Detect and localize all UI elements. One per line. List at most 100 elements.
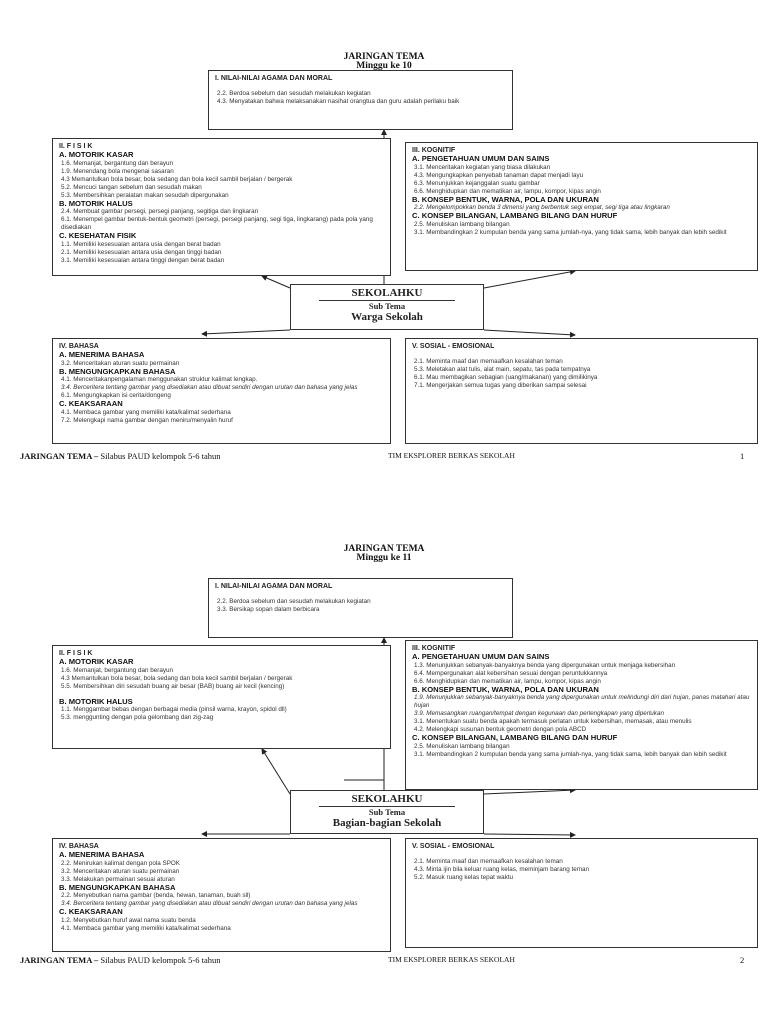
list-item: 1.2. Menyebutkan huruf awal nama suatu b… <box>61 916 196 924</box>
list-item: 1.6. Memanjat, bergantung dan berayun <box>61 666 174 674</box>
footer-left: JARINGAN TEMA – Silabus PAUD kelompok 5-… <box>20 955 220 965</box>
social-emotional-box: V. SOSIAL - EMOSIONAL 2.1. Meminta maaf d… <box>405 838 758 948</box>
list-item: 2.2. Menyebutkan nama gambar (benda, hew… <box>61 892 251 899</box>
list-item: 4.3 Memantulkan bola besar, bola sedang … <box>61 674 293 682</box>
list-item: 2.5. Menuliskan lambang bilangan <box>414 220 510 228</box>
box-title: I. NILAI-NILAI AGAMA DAN MORAL <box>215 583 333 590</box>
list-item: 4.1. Membaca gambar yang memiliki kata/k… <box>61 924 231 932</box>
list-item: 1.9. Menunjukkan sebanyak-banyaknya bend… <box>414 694 750 709</box>
list-item: 4.3 Memantulkan bola besar, bola sedang … <box>61 175 293 183</box>
arrow-line <box>483 787 576 795</box>
list-item: 1.1. Menggambar bebas dengan berbagai me… <box>61 706 287 713</box>
list-item: 3.4. Berceritera tentang gambar yang dis… <box>61 900 358 907</box>
footer-center: TIM EKSPLORER BERKAS SEKOLAH <box>388 955 515 964</box>
list-item: 5.5. Membersihkan diri sesudah buang air… <box>61 682 285 690</box>
box-title: IV. BAHASA <box>59 343 99 350</box>
list-item: 4.3. Mengungkapkan penyebab tanaman dapa… <box>414 171 584 179</box>
box-title: IV. BAHASA <box>59 843 99 850</box>
week-label: Minggu ke 11 <box>356 553 412 563</box>
list-item: 3.2. Menceritakan aturan suatu permainan <box>61 867 180 875</box>
social-emotional-box: V. SOSIAL - EMOSIONAL 2.1. Meminta maaf d… <box>405 338 758 444</box>
agama-box: I. NILAI-NILAI AGAMA DAN MORAL 2.2. Berdo… <box>208 70 513 130</box>
arrow-line <box>201 329 291 337</box>
main-theme: SEKOLAHKU <box>319 287 455 301</box>
list-item: 3.3. Melakukan permainan sesuai aturan <box>61 875 175 883</box>
list-item: 2.5. Menuliskan lambang bilangan <box>414 742 510 750</box>
section-heading: B. MENGUNGKAPKAN BAHASA <box>59 882 176 892</box>
footer-left: JARINGAN TEMA – Silabus PAUD kelompok 5-… <box>20 451 220 461</box>
box-title: II. F I S I K <box>59 650 93 657</box>
week-label: Minggu ke 10 <box>356 61 412 71</box>
box-title: III. KOGNITIF <box>412 645 456 652</box>
list-item: 2.1. Meminta maaf dan memaafkan kesalaha… <box>414 858 563 865</box>
list-item: 3.1. Membandingkan 2 kumpulan benda yang… <box>414 228 727 236</box>
list-item: 2.1. Meminta maaf dan memaafkan kesalaha… <box>414 358 563 365</box>
section-heading: B. MOTORIK HALUS <box>59 198 133 208</box>
subtheme-label: Sub Tema <box>368 301 406 311</box>
list-item: 5.2. Masuk ruang kelas tepat waktu <box>414 874 514 881</box>
list-item: 4.1. Menceritakanpengalaman menggunakan … <box>61 376 258 383</box>
list-item: 1.9. Menendang bola mengenai sasaran <box>61 167 174 175</box>
section-heading: C. KESEHATAN FISIK <box>59 231 137 240</box>
main-theme: SEKOLAHKU <box>319 793 455 807</box>
list-item: 6.6. Menghidupkan dan mematikan air, lam… <box>414 187 601 195</box>
section-heading: C. KEAKSARAAN <box>59 399 123 408</box>
arrow-line <box>261 275 291 289</box>
box-title: II. F I S I K <box>59 143 93 150</box>
box-title: III. KOGNITIF <box>412 147 456 154</box>
arrow-line <box>483 329 576 338</box>
box-title: I. NILAI-NILAI AGAMA DAN MORAL <box>215 75 333 82</box>
footer-bold: JARINGAN TEMA – <box>20 955 99 965</box>
list-item: 6.1. Menempel gambar bentuk-bentuk geome… <box>61 216 373 231</box>
list-item: 3.4. Berceritera tentang gambar yang dis… <box>61 384 358 391</box>
list-item: 5.2. Mencuci tangan sebelum dan sesudah … <box>61 183 202 191</box>
list-item: 2.4. Membuat gambar persegi, persegi pan… <box>61 208 259 215</box>
list-item: 3.1. Memiliki kesesuaian antara tinggi d… <box>61 256 225 264</box>
list-item: 4.3. Minta ijin bila keluar ruang kelas,… <box>414 866 590 873</box>
page-number: 2 <box>740 955 745 965</box>
footer-subtitle: Silabus PAUD kelompok 5-6 tahun <box>98 451 221 461</box>
list-item: 3.1. Membandingkan 2 kumpulan benda yang… <box>414 750 727 758</box>
box-title: V. SOSIAL - EMOSIONAL <box>412 843 495 850</box>
list-item: 4.2. Melengkapi susunan bentuk geometri … <box>414 726 587 733</box>
list-item: 7.2. Melengkapi nama gambar dengan menir… <box>61 416 233 424</box>
list-item: 6.1. Mengungkapkan isi cerita/dongeng <box>61 392 171 399</box>
list-item: 5.3. Meletakan alat tulis, alat main, se… <box>414 366 591 373</box>
section-heading: A. MOTORIK KASAR <box>59 150 134 159</box>
list-item: 6.4. Mempergunakan alat kebersihan sesua… <box>414 669 608 677</box>
list-item: 2.2. Mengelompokkan benda 3 dimensi yang… <box>414 204 670 211</box>
list-item: 2.2. Berdoa sebelum dan sesudah melakuka… <box>217 90 371 97</box>
page-title: JARINGAN TEMA <box>343 544 425 554</box>
footer-bold: JARINGAN TEMA – <box>20 451 99 461</box>
section-heading: B. KONSEP BENTUK, WARNA, POLA DAN UKURAN <box>412 684 599 694</box>
subtheme-label: Sub Tema <box>368 807 406 817</box>
list-item: 3.2. Menceritakan aturan suatu permainan <box>61 359 180 367</box>
list-item: 6.3. Menunjukkan kejanggalan suatu gamba… <box>414 179 540 187</box>
section-heading: A. MENERIMA BAHASA <box>59 850 145 859</box>
list-item: 7.1. Mengerjakan semua tugas yang diberi… <box>414 382 587 389</box>
section-heading: C. KEAKSARAAN <box>59 907 123 916</box>
spacer <box>215 591 506 598</box>
arrow-line <box>483 268 576 289</box>
list-item: 1.3. Menunjukkan sebanyak-banyaknya bend… <box>414 661 676 669</box>
subtheme-name: Warga Sekolah <box>351 311 423 323</box>
page-title: JARINGAN TEMA <box>343 52 425 62</box>
list-item: 3.3. Bersikap sopan dalam berbicara <box>217 606 320 613</box>
list-item: 2.1. Memiliki kesesuaian antara usia den… <box>61 248 222 256</box>
list-item: 3.1. Menceritakan kegiatan yang biasa di… <box>414 163 551 171</box>
footer-center: TIM EKSPLORER BERKAS SEKOLAH <box>388 451 515 460</box>
list-item: 2.2. Berdoa sebelum dan sesudah melakuka… <box>217 598 371 605</box>
section-heading: A. PENGETAHUAN UMUM DAN SAINS <box>412 154 550 163</box>
list-item: 6.1. Mau membagikan sebagian (uang/makan… <box>414 374 598 381</box>
spacer <box>412 851 751 858</box>
box-title: V. SOSIAL - EMOSIONAL <box>412 343 495 350</box>
list-item: 1.6. Memanjat, bergantung dan berayun <box>61 159 174 167</box>
list-item: 6.6. Menghidupkan dan mematikan air, lam… <box>414 677 601 685</box>
arrow-line <box>483 831 576 838</box>
